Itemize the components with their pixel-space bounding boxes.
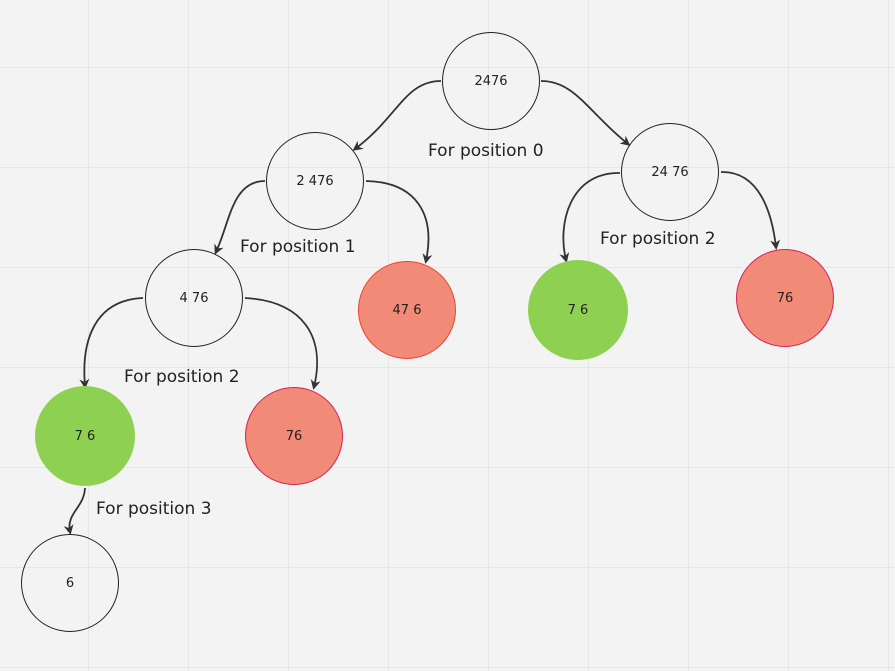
node-right-left[interactable]: 7 6 (528, 260, 628, 360)
node-left-left-right-label: 76 (285, 428, 303, 444)
node-leaf-label: 6 (65, 575, 75, 591)
node-right-right[interactable]: 76 (736, 249, 834, 347)
node-left-left-left[interactable]: 7 6 (35, 386, 135, 486)
edge-right-to-rr (720, 171, 781, 250)
node-right-left-label: 7 6 (567, 302, 589, 318)
caption-position-3: For position 3 (96, 499, 212, 519)
node-left-label: 2 476 (296, 173, 334, 189)
node-leaf[interactable]: 6 (21, 534, 119, 632)
node-left-left[interactable]: 4 76 (145, 249, 243, 347)
node-left[interactable]: 2 476 (266, 132, 364, 230)
edge-ll-to-llr (244, 297, 321, 390)
edge-left-to-ll (214, 180, 266, 255)
edge-lll-to-leaf (63, 487, 86, 535)
node-left-right-label: 47 6 (392, 302, 422, 318)
edge-ll-to-lll (79, 297, 144, 389)
caption-position-2-left: For position 2 (124, 367, 240, 387)
node-left-right[interactable]: 47 6 (358, 261, 456, 359)
node-right-right-label: 76 (776, 290, 794, 306)
node-left-left-right[interactable]: 76 (245, 387, 343, 485)
edge-right-to-rl (559, 172, 621, 263)
caption-position-1: For position 1 (240, 237, 356, 257)
node-root-label: 2476 (474, 73, 508, 89)
node-right-label: 24 76 (651, 164, 689, 180)
node-left-left-label: 4 76 (179, 290, 209, 306)
node-root[interactable]: 2476 (442, 32, 540, 130)
node-left-left-left-label: 7 6 (74, 428, 96, 444)
caption-position-2-right: For position 2 (600, 229, 716, 249)
node-right[interactable]: 24 76 (621, 123, 719, 221)
edge-root-to-right (540, 80, 631, 146)
edge-root-to-left (352, 80, 442, 151)
edge-left-to-lr (365, 180, 433, 264)
caption-position-0: For position 0 (428, 141, 544, 161)
